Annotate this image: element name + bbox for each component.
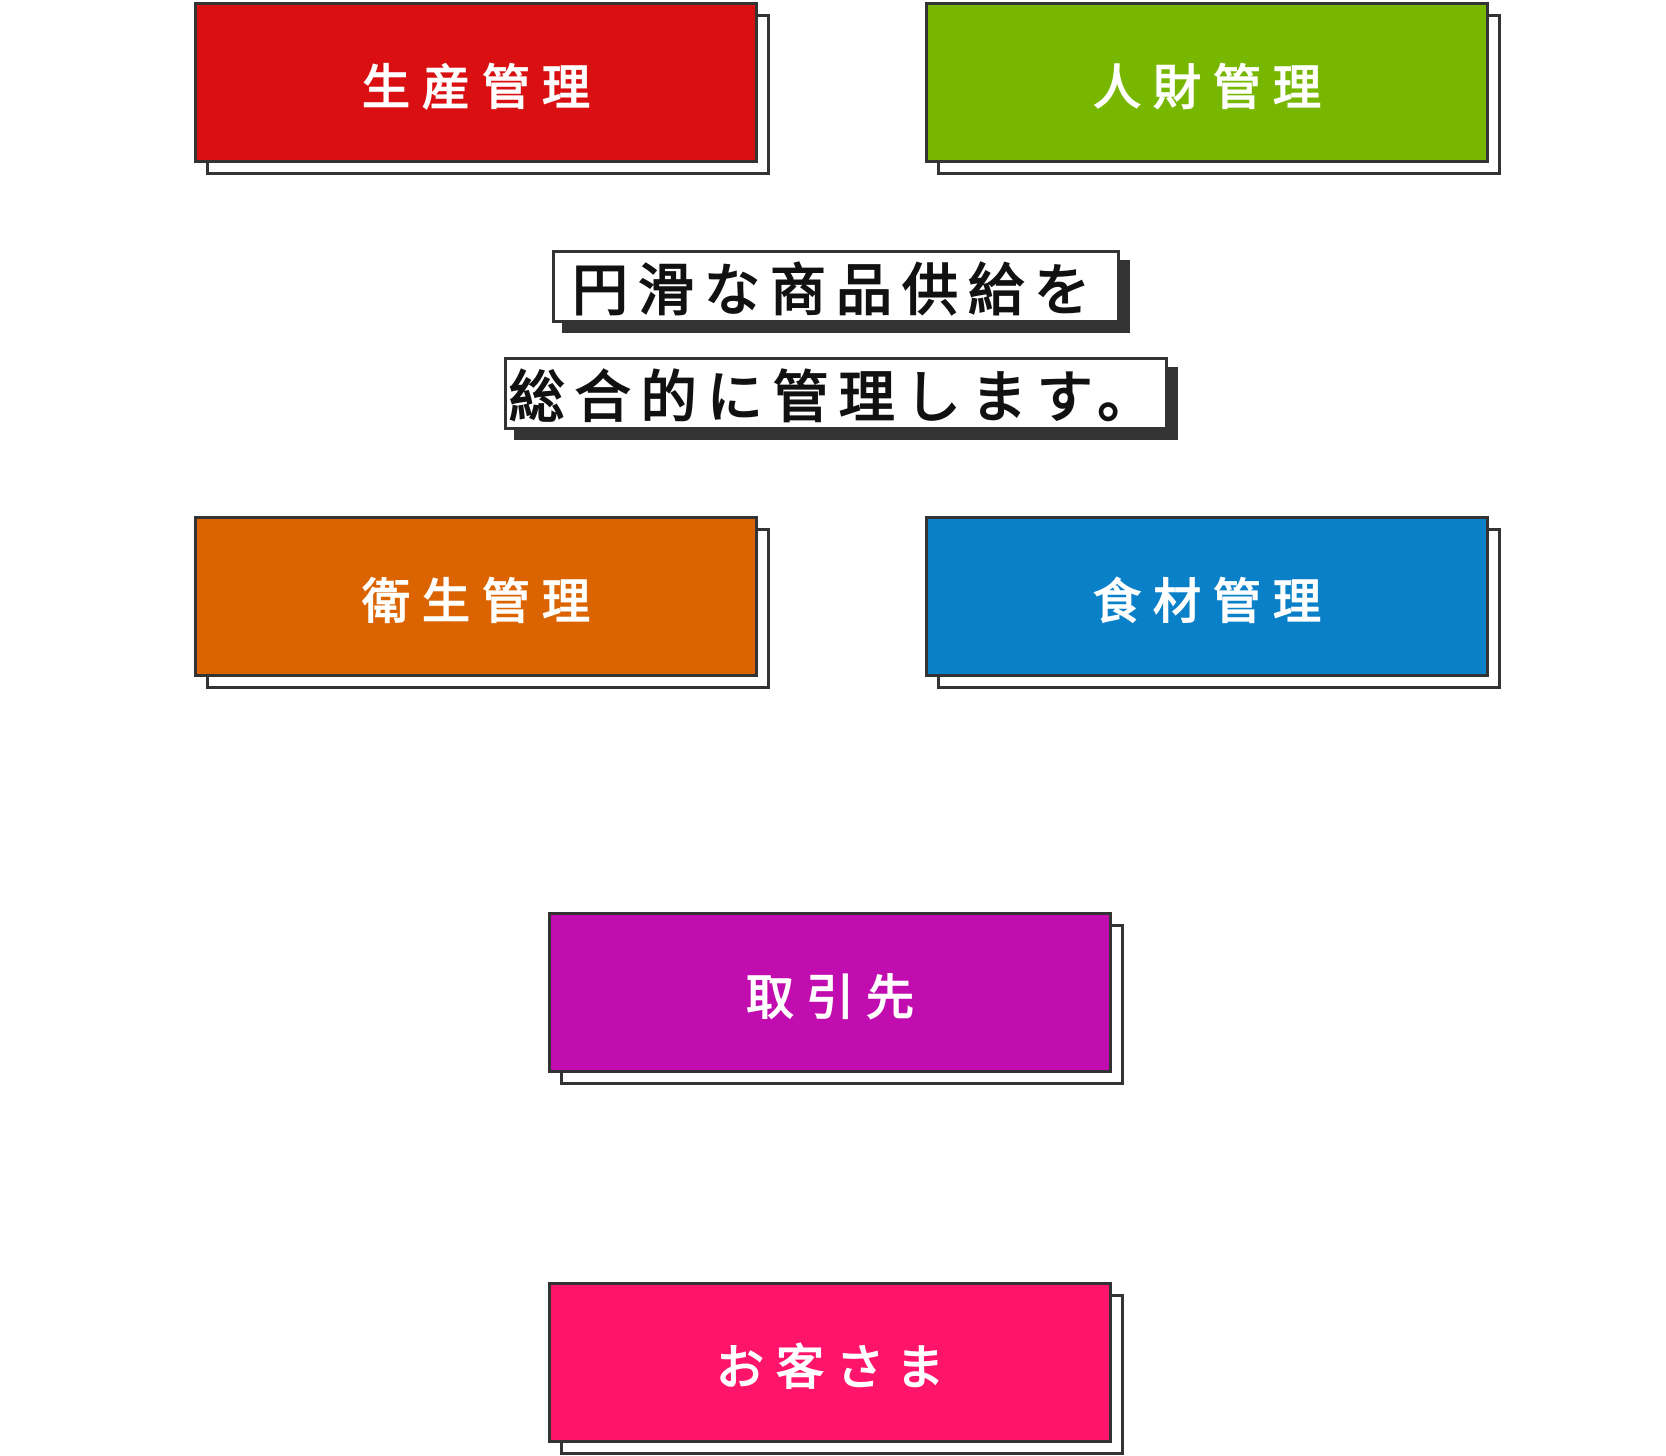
- card-label: 生産管理: [361, 59, 602, 116]
- card-face: 食材管理: [925, 516, 1489, 677]
- headline-line-2: 総合的に管理します。: [504, 357, 1178, 440]
- card-face: 取引先: [548, 912, 1112, 1073]
- headline-face: 総合的に管理します。: [504, 357, 1168, 431]
- hygiene-management-card[interactable]: 衛生管理: [194, 516, 770, 689]
- human-resources-card[interactable]: 人財管理: [925, 2, 1501, 175]
- customers-card[interactable]: お客さま: [548, 1282, 1124, 1455]
- headline-line-1: 円滑な商品供給を: [552, 250, 1130, 333]
- headline-text: 総合的に管理します。: [508, 366, 1164, 431]
- production-management-card[interactable]: 生産管理: [194, 2, 770, 175]
- card-face: 人財管理: [925, 2, 1489, 163]
- business-partners-card[interactable]: 取引先: [548, 912, 1124, 1085]
- card-label: お客さま: [715, 1339, 956, 1396]
- headline-text: 円滑な商品供給を: [572, 259, 1100, 324]
- card-label: 人財管理: [1092, 59, 1333, 116]
- headline-face: 円滑な商品供給を: [552, 250, 1120, 324]
- card-face: お客さま: [548, 1282, 1112, 1443]
- card-face: 生産管理: [194, 2, 758, 163]
- card-label: 取引先: [745, 969, 926, 1026]
- card-label: 衛生管理: [361, 573, 602, 630]
- card-face: 衛生管理: [194, 516, 758, 677]
- ingredient-management-card[interactable]: 食材管理: [925, 516, 1501, 689]
- card-label: 食材管理: [1092, 573, 1333, 630]
